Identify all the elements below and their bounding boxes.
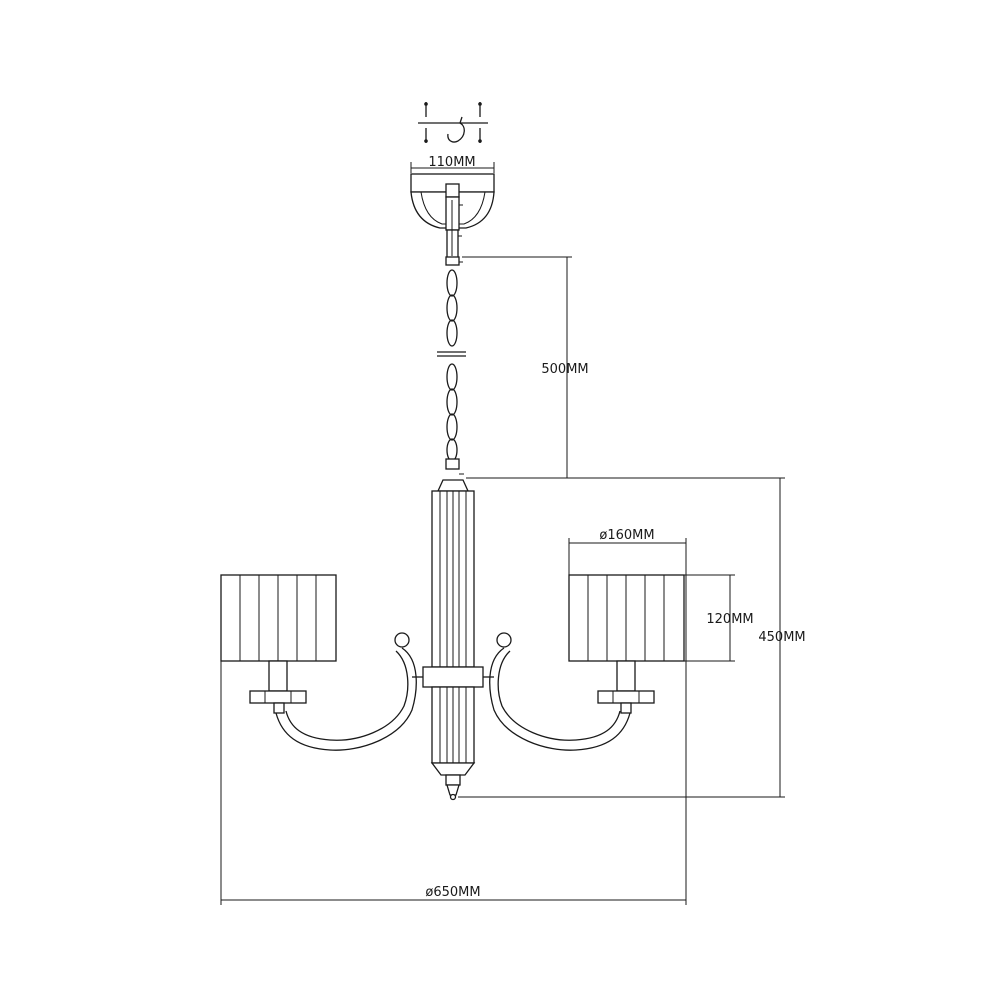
canopy-width-label: 110MM [428, 155, 475, 170]
right-arm [483, 632, 631, 751]
body-height-label: 450MM [758, 630, 805, 645]
screw-icon [478, 128, 482, 143]
screw-icon [478, 102, 482, 117]
right-socket [597, 660, 655, 714]
overall-diameter-dimension: ø650MM [220, 543, 687, 905]
left-arm [275, 632, 423, 751]
left-socket [249, 660, 307, 714]
left-shade [220, 574, 337, 662]
overall-diameter-label: ø650MM [425, 885, 480, 900]
canopy-width-dimension: 110MM [410, 155, 495, 173]
chain [437, 256, 466, 475]
screw-icon [424, 128, 428, 143]
mounting-hardware [418, 102, 488, 143]
screw-icon [424, 102, 428, 117]
shade-diameter-label: ø160MM [599, 528, 654, 543]
body-height-dimension: 450MM [458, 477, 806, 798]
chain-length-dimension: 500MM [462, 256, 589, 479]
hook-icon [447, 116, 465, 143]
right-shade [568, 574, 685, 662]
chain-length-label: 500MM [541, 362, 588, 377]
canopy [410, 173, 495, 259]
shade-height-label: 120MM [706, 612, 753, 627]
shade-diameter-dimension: ø160MM [568, 528, 687, 575]
shade-height-dimension: 120MM [684, 574, 754, 662]
central-column [422, 479, 484, 801]
